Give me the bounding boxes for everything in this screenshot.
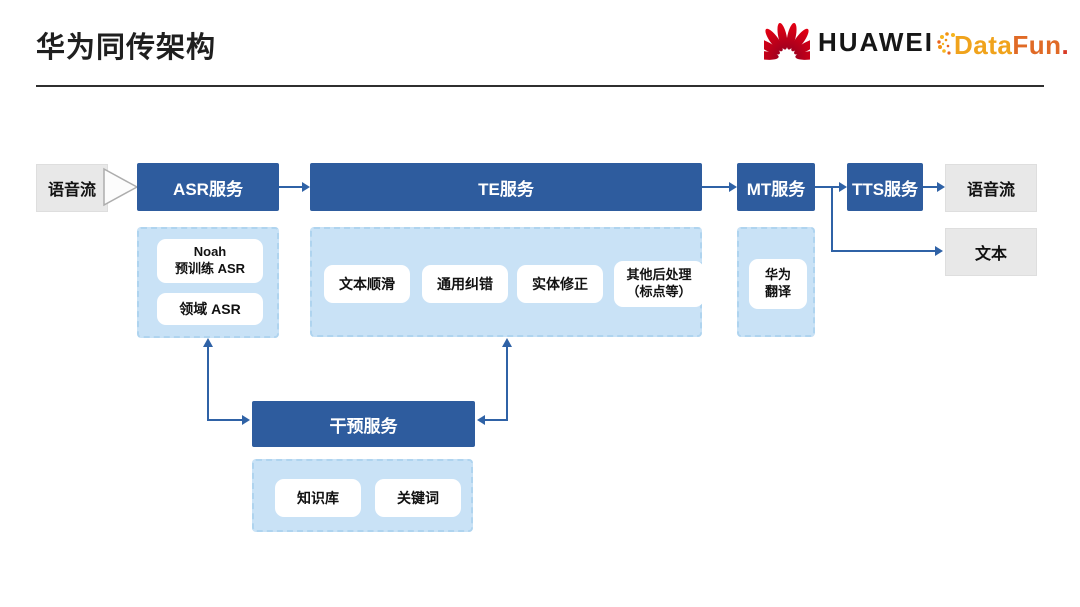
datafun-wordmark-fun: Fun	[1012, 30, 1062, 60]
general-correction-chip: 通用纠错	[422, 265, 508, 303]
noah-pretrain-asr-chip: Noah 预训练 ASR	[157, 239, 263, 283]
datafun-logo: DataFun.	[936, 30, 1069, 65]
arrow-tts-to-audio-out	[923, 182, 945, 192]
noah-chip-line1: Noah	[193, 244, 227, 260]
post-processing-line2: （标点等）	[626, 284, 692, 299]
datafun-dots-icon	[936, 30, 958, 65]
arrow-asr-to-te	[279, 182, 310, 192]
datafun-wordmark-data: Data	[954, 30, 1013, 60]
input-audio-box: 语音流	[36, 164, 108, 212]
intervention-service-box: 干预服务	[252, 401, 475, 447]
connector-intervention-asr	[203, 338, 250, 425]
tts-service-box: TTS服务	[847, 163, 923, 211]
huawei-flower-icon	[751, 20, 823, 65]
huawei-translate-line2: 翻译	[764, 284, 791, 299]
te-service-box: TE服务	[310, 163, 702, 211]
connector-intervention-te	[477, 338, 512, 425]
text-output-box: 文本	[945, 228, 1037, 276]
page-title: 华为同传架构	[36, 32, 217, 64]
noah-chip-line2: 预训练 ASR	[174, 261, 246, 276]
title-underline	[36, 85, 1044, 87]
input-flow-triangle-icon	[102, 166, 140, 213]
knowledge-base-chip: 知识库	[275, 479, 361, 517]
entity-correction-chip: 实体修正	[517, 265, 603, 303]
domain-asr-chip: 领域 ASR	[157, 293, 263, 325]
intervention-panel: 知识库 关键词	[252, 459, 473, 532]
text-smoothing-chip: 文本顺滑	[324, 265, 410, 303]
datafun-wordmark: DataFun.	[954, 30, 1069, 61]
mt-panel: 华为 翻译	[737, 227, 815, 337]
arrow-te-to-mt	[702, 182, 737, 192]
mt-service-box: MT服务	[737, 163, 815, 211]
keyword-chip: 关键词	[375, 479, 461, 517]
huawei-logo: HUAWEI	[751, 20, 934, 65]
post-processing-line1: 其他后处理	[626, 267, 692, 283]
huawei-translate-line1: 华为	[764, 267, 791, 283]
te-panel: 文本顺滑 通用纠错 实体修正 其他后处理 （标点等）	[310, 227, 704, 337]
huawei-translate-chip: 华为 翻译	[749, 259, 807, 309]
arrow-mt-to-tts	[815, 182, 847, 192]
huawei-wordmark: HUAWEI	[818, 27, 934, 57]
asr-panel: Noah 预训练 ASR 领域 ASR	[137, 227, 279, 338]
asr-service-box: ASR服务	[137, 163, 279, 211]
audio-output-box: 语音流	[945, 164, 1037, 212]
post-processing-chip: 其他后处理 （标点等）	[614, 261, 704, 307]
datafun-wordmark-dot: .	[1061, 30, 1070, 60]
